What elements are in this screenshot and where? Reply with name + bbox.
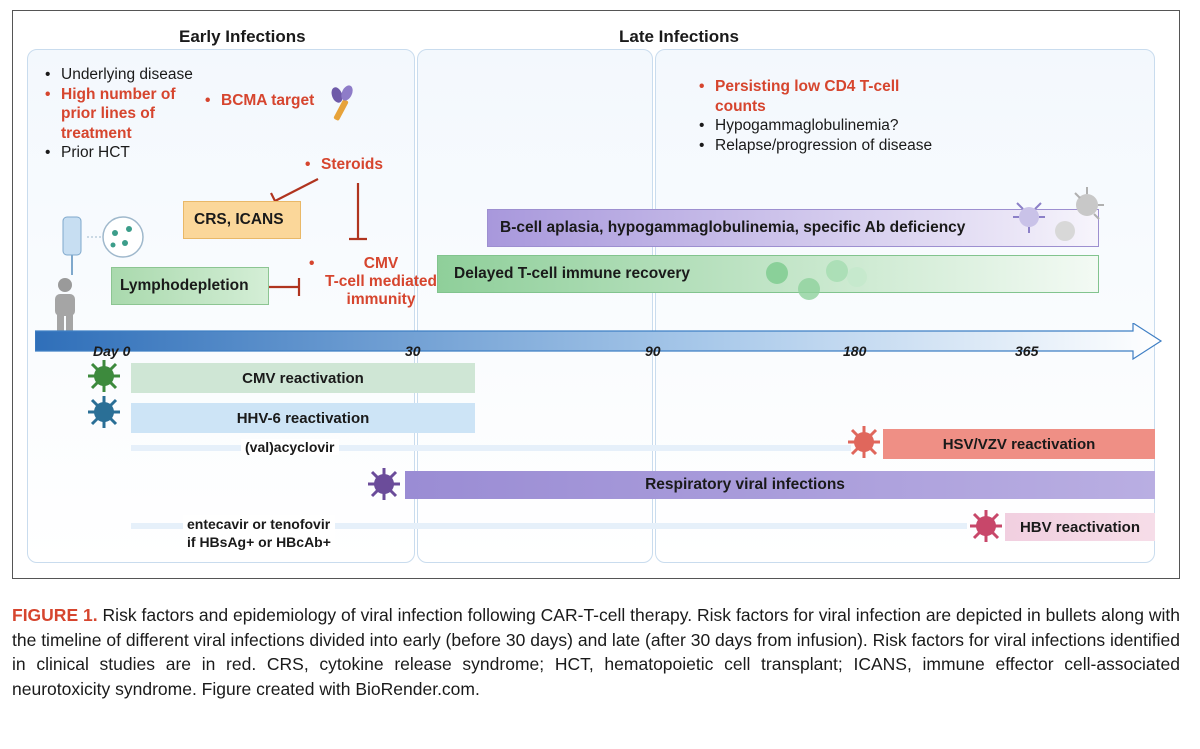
risk-hypogamma: Hypogammaglobulinemia? — [697, 116, 937, 136]
cmv-virus-icon — [88, 360, 120, 392]
acyclovir-line — [131, 445, 851, 451]
bcma-risk: BCMA target — [203, 91, 314, 111]
early-risk-list: Underlying disease High number of prior … — [43, 65, 193, 163]
lymphodepletion-box: Lymphodepletion — [111, 267, 269, 305]
respiratory-label: Respiratory viral infections — [645, 476, 845, 493]
tcell-recovery-label: Delayed T-cell immune recovery — [454, 265, 691, 282]
hbv-reactivation-bar: HBV reactivation — [1005, 513, 1155, 541]
inhibition-arrows — [269, 178, 367, 296]
hbv-reactivation-label: HBV reactivation — [1019, 518, 1141, 536]
entecavir-label: entecavir or tenofovir if HBsAg+ or HBcA… — [183, 515, 335, 551]
antibody-icon — [331, 85, 353, 121]
risk-underlying: Underlying disease — [43, 65, 193, 85]
cmv-reactivation-label: CMV reactivation — [242, 369, 364, 387]
tick-30: 30 — [405, 343, 421, 359]
risk-cmv-immunity: CMV T-cell mediated immunity — [307, 255, 437, 309]
bcell-aplasia-label: B-cell aplasia, hypogammaglobulinemia, s… — [500, 219, 966, 236]
hsv-virus-icon — [848, 426, 880, 458]
hhv6-reactivation-bar: HHV-6 reactivation — [131, 403, 475, 433]
caption-text: Risk factors and epidemiology of viral i… — [12, 605, 1180, 699]
antibody-virus-icon — [1013, 187, 1104, 241]
respiratory-virus-icon — [368, 468, 400, 500]
risk-prior-lines: High number of prior lines of treatment — [43, 85, 193, 144]
entecavir-line — [131, 523, 967, 529]
risk-relapse: Relapse/progression of disease — [697, 136, 937, 156]
hsv-vzv-label: HSV/VZV reactivation — [942, 435, 1096, 453]
hbv-virus-icon — [970, 510, 1002, 542]
risk-low-cd4: Persisting low CD4 T-cell counts — [697, 77, 937, 116]
respiratory-bar: Respiratory viral infections — [405, 471, 1155, 499]
cell-cluster-icon — [766, 260, 867, 300]
tick-180: 180 — [843, 343, 867, 359]
hhv6-virus-icon — [88, 396, 120, 428]
cmv-reactivation-bar: CMV reactivation — [131, 363, 475, 393]
late-header: Late Infections — [619, 27, 739, 46]
lymphodepletion-label: Lymphodepletion — [120, 277, 249, 294]
late-risk-list: Persisting low CD4 T-cell counts Hypogam… — [697, 77, 937, 155]
tick-365: 365 — [1015, 343, 1039, 359]
hhv6-reactivation-label: HHV-6 reactivation — [236, 409, 370, 427]
acyclovir-label: (val)acyclovir — [241, 439, 339, 455]
risk-steroids: Steroids — [303, 155, 383, 175]
crs-icans-label: CRS, ICANS — [194, 211, 284, 228]
early-header: Early Infections — [179, 27, 306, 46]
cmv-immunity-risk: CMV T-cell mediated immunity — [307, 255, 437, 309]
tick-day0: Day 0 — [93, 343, 131, 359]
figure-frame: Early Infections Late Infections Underly… — [12, 10, 1180, 579]
risk-bcma: BCMA target — [203, 91, 314, 111]
caption-label: FIGURE 1. — [12, 605, 98, 625]
hsv-vzv-bar: HSV/VZV reactivation — [883, 429, 1155, 459]
timeline-axis — [35, 323, 1163, 361]
crs-icans-box: CRS, ICANS — [183, 201, 301, 239]
tick-90: 90 — [645, 343, 661, 359]
figure-caption: FIGURE 1. Risk factors and epidemiology … — [12, 603, 1180, 701]
steroid-risk: Steroids — [303, 155, 383, 175]
risk-prior-hct: Prior HCT — [43, 143, 193, 163]
bcell-aplasia-bar: B-cell aplasia, hypogammaglobulinemia, s… — [487, 209, 1099, 247]
patient-infusion-icon — [55, 216, 144, 333]
